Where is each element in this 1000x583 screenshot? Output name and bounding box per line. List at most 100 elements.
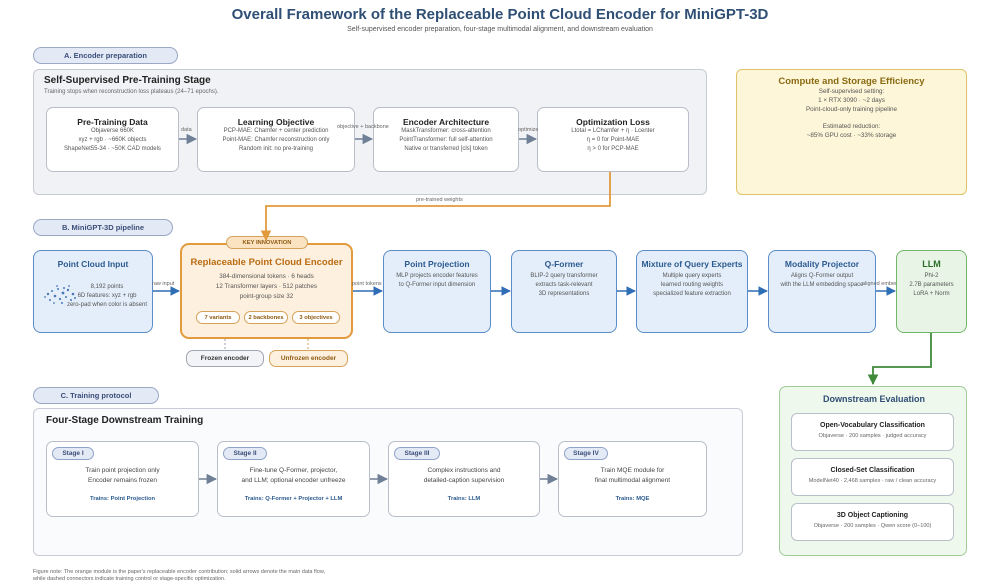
box-line: specialized feature extraction [653,291,731,297]
box-line: with the LLM embedding space [780,282,864,288]
box-line: extracts task-relevant [535,282,593,288]
stage-line: Complex instructions and [427,467,501,474]
box-line: PCP-MAE: Chamfer + center prediction [223,128,329,134]
footnote-line: Figure note: The orange module is the pa… [33,569,326,575]
dbox-title: Closed-Set Classification [830,467,915,474]
arrow-label-raw-input: raw input [152,281,175,287]
encoder-line: 12 Transformer layers · 512 patches [215,283,318,290]
box-title: Point Cloud Input [57,259,129,269]
box-title: Learning Objective [237,117,315,127]
optimization-loss-box: Optimization Loss Ltotal = LChamfer + η … [537,107,689,172]
box-line: learned routing weights [660,282,724,288]
pretraining-panel-title: Self-Supervised Pre-Training Stage [44,75,211,86]
box-title: Encoder Architecture [402,117,490,127]
pretraining-panel-note: Training stops when reconstruction loss … [44,89,219,95]
stage-2-tag: Stage II [223,447,267,460]
box-line: zero-pad when color is absent [66,302,148,308]
stage-line: final multimodal alignment [594,477,671,484]
dbox-title: Open-Vocabulary Classification [820,422,925,429]
arrow-label-pretrained: pre-trained weights [416,197,463,203]
modality-projector-box: Modality Projector Aligns Q-Former outpu… [768,250,876,333]
box-title: Optimization Loss [576,117,650,127]
key-innovation-badge: KEY INNOVATION [226,236,308,249]
page-subtitle: Self-supervised encoder preparation, fou… [347,26,653,33]
stage-4-tag: Stage IV [564,447,608,460]
box-line: Ltotal = LChamfer + η · Lcenter [571,128,655,134]
open-vocab-box: Open-Vocabulary Classification Objaverse… [791,413,954,451]
efficiency-line: Estimated reduction: [822,123,881,130]
replaceable-encoder-box: Replaceable Point Cloud Encoder 384-dime… [180,243,353,339]
encoder-line: point-group size 32 [239,293,294,300]
tag-backbones: 2 backbones [244,311,288,324]
stage-line: Train point projection only [85,467,160,474]
stage-line: detailed-caption supervision [423,477,505,484]
llm-line: LoRA + Norm [913,291,950,297]
stage-line: Encoder remains frozen [87,477,157,484]
box-line: xyz + rgb · ~660K objects [78,137,147,143]
page-title: Overall Framework of the Replaceable Poi… [231,6,769,23]
box-line: ShapeNet55-34 · ~50K CAD models [64,146,161,152]
box-line: BLIP-2 query transformer [530,273,598,279]
box-title: Modality Projector [784,259,860,269]
box-line: η = 0 for Point-MAE [586,137,640,143]
stage-line: Train MQE module for [600,467,665,474]
dbox-detail: ModelNet40 · 2,468 samples · raw / clean… [808,478,937,484]
box-line: MLP projects encoder features [396,273,478,279]
point-cloud-input-box: Point Cloud Input 8,192 points 6D featur… [33,250,153,333]
stage-trains: Trains: Q-Former + Projector + LLM [244,496,343,502]
encoder-architecture-box: Encoder Architecture MaskTransformer: cr… [373,107,519,172]
stage-trains: Trains: Point Projection [89,496,156,502]
box-line: 8,192 points [90,284,124,290]
efficiency-panel: Compute and Storage Efficiency Self-supe… [736,69,967,195]
point-projection-box: Point Projection MLP projects encoder fe… [383,250,491,333]
box-title: Pre-Training Data [77,117,148,127]
efficiency-line: ~85% GPU cost · ~33% storage [806,132,897,139]
box-line: Aligns Q-Former output [790,273,854,279]
arrow-label-optimize: optimize [518,127,539,133]
stage-1-tag: Stage I [52,447,94,460]
box-line: 6D features: xyz + rgb [77,293,137,299]
downstream-title: Downstream Evaluation [822,394,926,404]
closed-set-box: Closed-Set Classification ModelNet40 · 2… [791,458,954,496]
box-line: PointTransformer: full self-attention [399,137,493,143]
efficiency-line: 1 × RTX 3090 · ~2 days [818,97,885,104]
q-former-box: Q-Former BLIP-2 query transformer extrac… [511,250,617,333]
arrow-label-objective: objective + backbone [337,124,389,130]
box-line: η > 0 for PCP-MAE [587,146,639,152]
dbox-title: 3D Object Captioning [836,512,909,519]
llm-line: Phi-2 [924,273,939,279]
box-line: 3D representations [538,291,590,297]
efficiency-line: Self-supervised setting: [818,88,885,95]
box-line: Multiple query experts [662,273,722,279]
pretraining-data-box: Pre-Training Data Objaverse 660K xyz + r… [46,107,179,172]
section-b-label: B. MiniGPT-3D pipeline [33,219,173,236]
box-line: Point-MAE: Chamfer reconstruction only [222,137,330,143]
section-a-label: A. Encoder preparation [33,47,178,64]
stage-3-tag: Stage III [394,447,440,460]
tag-objectives: 3 objectives [292,311,340,324]
captioning-box: 3D Object Captioning Objaverse · 200 sam… [791,503,954,541]
box-line: Native or transferred [cls] token [404,146,488,152]
stage-line: Fine-tune Q-Former, projector, [249,467,338,474]
box-title: Point Projection [404,259,470,269]
dbox-detail: Objaverse · 200 samples · Qwen score (0–… [813,523,932,529]
stage-trains: Trains: LLM [447,496,481,502]
llm-title: LLM [922,259,941,269]
efficiency-line: Point-cloud-only training pipeline [805,106,897,113]
stage-trains: Trains: MQE [615,496,650,502]
dbox-detail: Objaverse · 200 samples · judged accurac… [818,433,927,439]
frozen-encoder-pill: Frozen encoder [186,350,264,367]
arrow-llm-downstream [867,333,932,386]
llm-box: LLM Phi-2 2.7B parameters LoRA + Norm [896,250,967,333]
llm-line: 2.7B parameters [909,282,954,288]
unfrozen-encoder-pill: Unfrozen encoder [269,350,348,367]
box-line: MaskTransformer: cross-attention [401,128,491,134]
box-title: Mixture of Query Experts [641,259,743,269]
efficiency-title: Compute and Storage Efficiency [778,76,925,87]
encoder-title: Replaceable Point Cloud Encoder [190,257,343,268]
box-line: Objaverse 660K [90,128,135,134]
box-title: Q-Former [544,259,584,269]
tag-variants: 7 variants [196,311,240,324]
efficiency-spacer [737,114,966,122]
footnote-line: while dashed connectors indicate trainin… [33,576,226,582]
